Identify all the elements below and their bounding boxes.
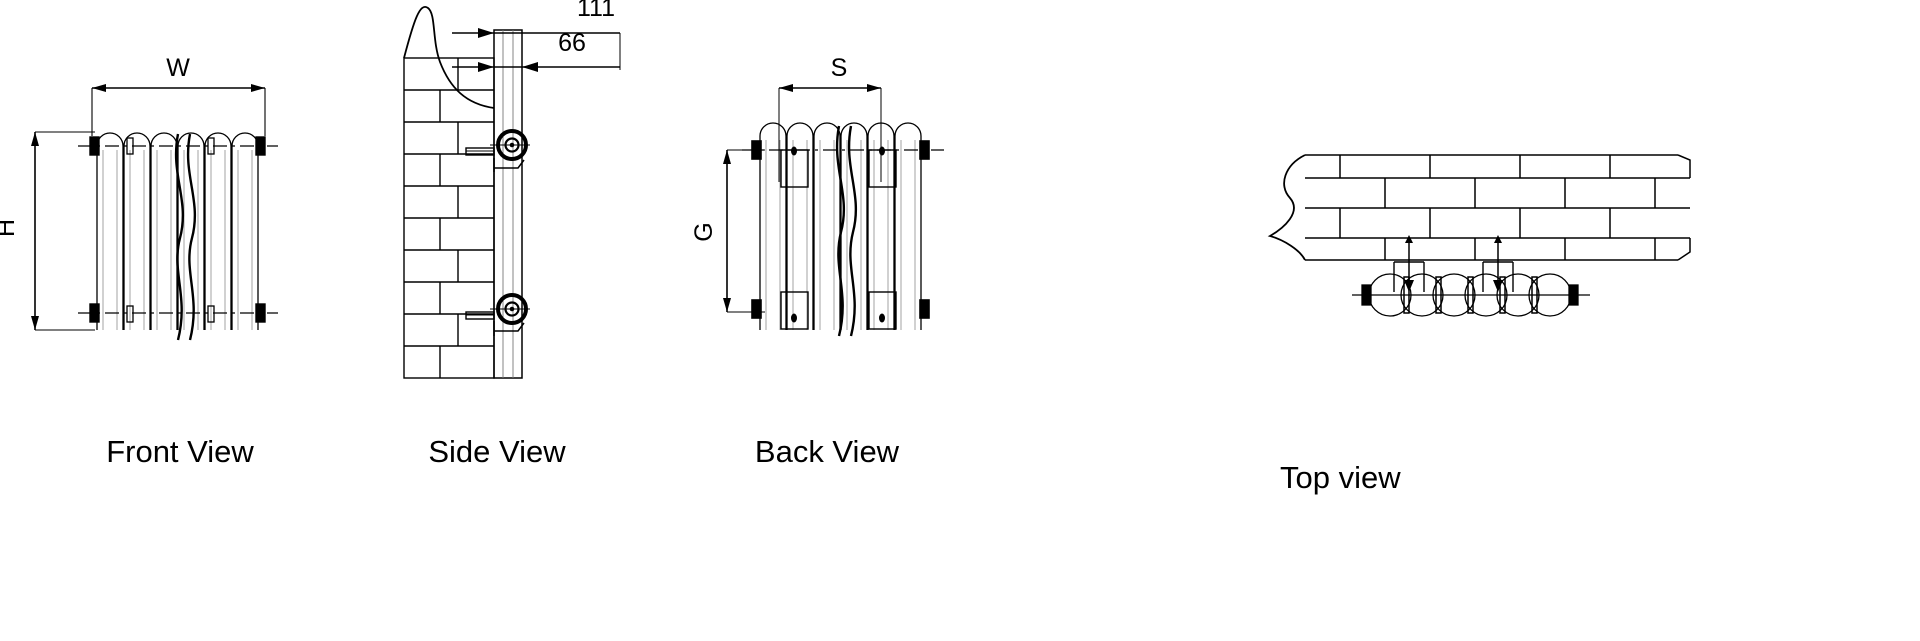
front-manifold-lines <box>78 145 278 314</box>
side-radiator-body <box>493 29 523 379</box>
top-view-caption: Top view <box>1280 460 1401 495</box>
front-dim-w-label: W <box>166 54 190 82</box>
top-view-group <box>1267 154 1691 317</box>
back-wall-mounts <box>780 146 897 330</box>
side-dim-111 <box>452 28 621 70</box>
back-view-group <box>723 84 944 337</box>
front-h-dimension <box>31 131 95 331</box>
side-mount-bottom <box>465 293 530 336</box>
front-dim-h-label: H <box>0 219 20 237</box>
side-dim-66 <box>452 62 620 90</box>
top-wall-break-curve <box>1267 154 1306 261</box>
back-dim-g-label: G <box>690 222 718 241</box>
back-break-line <box>835 125 858 337</box>
side-mount-top <box>465 129 530 172</box>
top-mount-arrows <box>1393 235 1514 292</box>
side-wall-break-curve <box>403 5 495 109</box>
front-end-caps <box>89 136 266 323</box>
top-radiator-sections <box>1352 273 1590 317</box>
top-brick-wall <box>1305 154 1691 261</box>
back-view-caption: Back View <box>755 434 900 469</box>
back-s-dimension <box>778 84 882 182</box>
back-end-caps <box>751 140 930 319</box>
front-break-line <box>174 133 197 341</box>
side-dim-111-label: 111 <box>577 0 615 22</box>
front-view-group <box>31 84 278 341</box>
back-dim-s-label: S <box>831 54 848 82</box>
front-brackets <box>126 137 215 323</box>
front-view-caption: Front View <box>106 434 254 469</box>
front-w-dimension <box>91 84 266 136</box>
side-view-caption: Side View <box>428 434 566 469</box>
back-radiator-fins <box>759 122 922 330</box>
side-view-group <box>403 5 621 379</box>
side-dim-66-label: 66 <box>558 29 586 57</box>
